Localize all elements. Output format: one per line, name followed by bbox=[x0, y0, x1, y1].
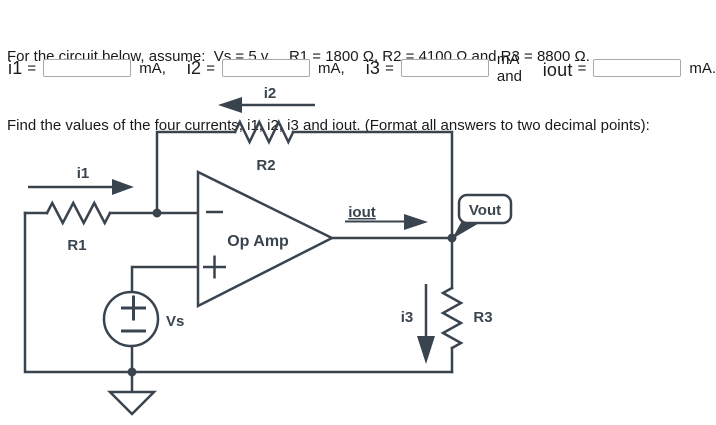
i3-var-label: i3 bbox=[365, 57, 381, 78]
answer-group-i3: i3 = mA and bbox=[366, 51, 534, 85]
ground-icon bbox=[106, 390, 158, 416]
vout-label: Vout bbox=[469, 202, 501, 219]
i1-unit: mA, bbox=[139, 59, 166, 77]
r1-label: R1 bbox=[67, 237, 86, 254]
i3-arrow-icon bbox=[417, 336, 435, 364]
i2-arrow-icon bbox=[218, 97, 242, 113]
opamp-label: Op Amp bbox=[227, 233, 289, 250]
i2-equals: = bbox=[206, 59, 216, 77]
i1-var-label: i1 bbox=[8, 57, 23, 78]
i1-arrow-icon bbox=[112, 179, 134, 195]
iout-unit: mA. bbox=[689, 59, 716, 77]
answer-row: i1 = mA, i2 = mA, i3 = mA and iout = mA. bbox=[8, 51, 716, 85]
wire-noninverting-input bbox=[130, 265, 200, 294]
resistor-r1-symbol bbox=[45, 200, 112, 226]
answer-group-i2: i2 = mA, bbox=[187, 58, 366, 79]
answer-group-i1: i1 = mA, bbox=[8, 58, 187, 79]
wire-feedback-left bbox=[155, 130, 237, 215]
i3-equals: = bbox=[385, 59, 394, 77]
r2-label: R2 bbox=[256, 157, 275, 174]
i2-var-label: i2 bbox=[186, 57, 202, 78]
wire-left-bottom bbox=[23, 211, 454, 374]
i1-equals: = bbox=[27, 59, 37, 77]
vs-plus-icon bbox=[121, 295, 146, 321]
iout-var-label: iout bbox=[542, 59, 573, 80]
resistor-r3-symbol bbox=[440, 286, 464, 350]
opamp-body bbox=[196, 169, 335, 309]
i3-unit: mA and bbox=[496, 51, 522, 85]
i2-unit: mA, bbox=[318, 59, 345, 77]
r3-label: R3 bbox=[473, 309, 492, 326]
opamp-plus-icon bbox=[203, 255, 226, 279]
iout-input[interactable] bbox=[593, 59, 682, 77]
answer-group-iout: iout = mA. bbox=[542, 58, 716, 80]
i2-label: i2 bbox=[264, 85, 277, 102]
i3-input[interactable] bbox=[400, 59, 489, 77]
junction-dot-inverting bbox=[152, 208, 162, 218]
iout-arrow-icon bbox=[404, 214, 428, 230]
vs-label: Vs bbox=[166, 313, 184, 330]
resistor-r2-symbol bbox=[233, 119, 295, 145]
iout-label: iout bbox=[348, 204, 376, 221]
i1-input[interactable] bbox=[43, 59, 132, 77]
i1-label: i1 bbox=[77, 165, 90, 182]
wire-feedback-right bbox=[291, 130, 454, 240]
iout-equals: = bbox=[577, 59, 587, 77]
vout-callout-box bbox=[457, 193, 513, 225]
i3-label: i3 bbox=[401, 309, 414, 326]
problem-line-2: Find the values of the four currents, i1… bbox=[7, 117, 650, 134]
vout-callout: Vout bbox=[452, 193, 513, 239]
i2-input[interactable] bbox=[222, 59, 311, 77]
junction-dot-ground bbox=[127, 367, 137, 377]
vs-source-symbol bbox=[102, 290, 160, 348]
